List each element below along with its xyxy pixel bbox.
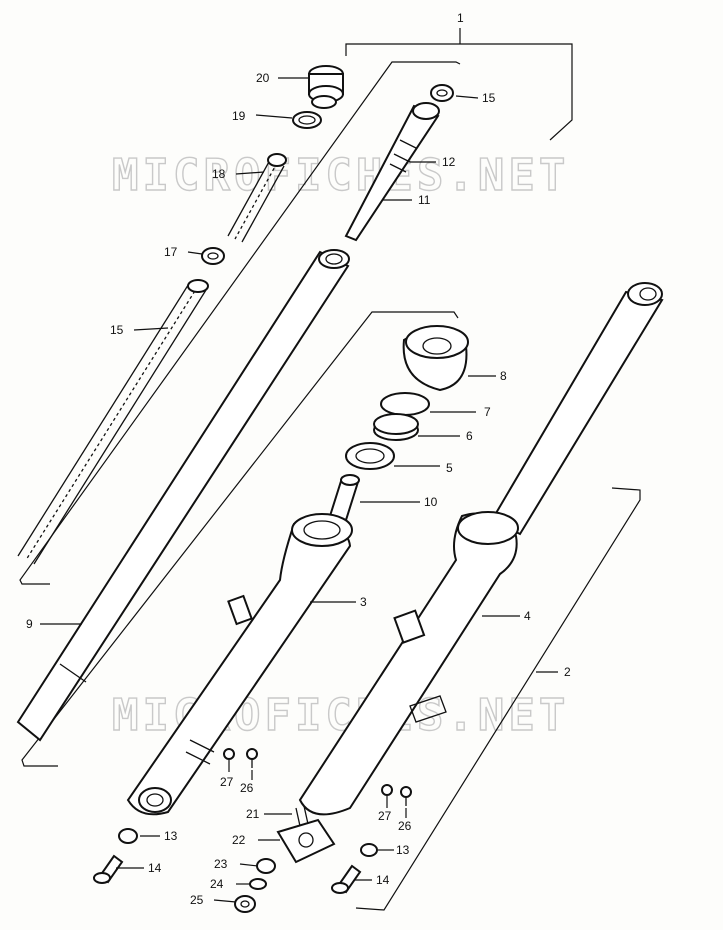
left-drain-screw-part bbox=[223, 748, 258, 768]
axle-holder-nut-part bbox=[234, 858, 276, 913]
callout-15-top: 15 bbox=[482, 91, 496, 105]
callout-8: 8 bbox=[500, 369, 507, 383]
callout-25: 25 bbox=[190, 893, 204, 907]
callout-23: 23 bbox=[214, 857, 228, 871]
callout-20: 20 bbox=[256, 71, 270, 85]
assembly-bracket-3 bbox=[21, 311, 459, 767]
cap-bolt-part bbox=[308, 65, 344, 109]
callout-1: 1 bbox=[457, 11, 464, 25]
callout-27-right: 27 bbox=[378, 809, 392, 823]
assembly-bracket-1 bbox=[345, 28, 573, 141]
callout-2: 2 bbox=[564, 665, 571, 679]
watermark-top: MICROFICHES.NET bbox=[112, 150, 569, 201]
axle-holder-part bbox=[276, 805, 336, 864]
callout-21: 21 bbox=[246, 807, 260, 821]
callout-labels: 1 2 3 4 5 6 7 8 9 10 11 12 13 13 14 14 1… bbox=[26, 11, 571, 907]
oil-seal-retainer-part bbox=[373, 413, 419, 441]
callout-27-left: 27 bbox=[220, 775, 234, 789]
callout-15-spring: 15 bbox=[110, 323, 124, 337]
fork-spring-part bbox=[17, 279, 209, 565]
inner-tube-part bbox=[16, 249, 350, 742]
dust-seal-part bbox=[402, 325, 469, 392]
callout-13-left: 13 bbox=[164, 829, 178, 843]
right-drain-screw-part bbox=[381, 784, 412, 806]
callout-4: 4 bbox=[524, 609, 531, 623]
callout-19: 19 bbox=[232, 109, 246, 123]
outer-tube-left-part bbox=[126, 513, 353, 816]
callout-6: 6 bbox=[466, 429, 473, 443]
callout-5: 5 bbox=[446, 461, 453, 475]
ring-part bbox=[430, 84, 454, 102]
assembly-bracket-2 bbox=[355, 487, 641, 911]
callout-7: 7 bbox=[484, 405, 491, 419]
callout-22: 22 bbox=[232, 833, 246, 847]
callout-17: 17 bbox=[164, 245, 178, 259]
spring-seat-washer-part bbox=[201, 247, 225, 265]
left-bolt-part bbox=[93, 854, 124, 884]
right-gasket-part bbox=[360, 843, 378, 857]
oil-lock-piece-part bbox=[328, 474, 360, 522]
callout-9: 9 bbox=[26, 617, 33, 631]
callout-26-right: 26 bbox=[398, 819, 412, 833]
callout-11: 11 bbox=[418, 193, 431, 207]
outer-tube-right-part bbox=[298, 282, 664, 816]
callout-14-right: 14 bbox=[376, 873, 390, 887]
right-bolt-part bbox=[331, 864, 362, 894]
o-ring-part bbox=[292, 111, 322, 129]
callout-26-left: 26 bbox=[240, 781, 254, 795]
left-gasket-part bbox=[118, 828, 138, 844]
callout-13-right: 13 bbox=[396, 843, 410, 857]
assembly-bracket-9 bbox=[19, 61, 461, 585]
callout-18: 18 bbox=[212, 167, 226, 181]
callout-14-left: 14 bbox=[148, 861, 162, 875]
callout-3: 3 bbox=[360, 595, 367, 609]
leader-lines bbox=[40, 77, 558, 903]
stopper-ring-part bbox=[380, 392, 430, 416]
callout-10: 10 bbox=[424, 495, 438, 509]
callout-24: 24 bbox=[210, 877, 224, 891]
oil-seal-part bbox=[345, 442, 395, 470]
damper-rod-part bbox=[344, 102, 440, 242]
callout-12: 12 bbox=[442, 155, 456, 169]
